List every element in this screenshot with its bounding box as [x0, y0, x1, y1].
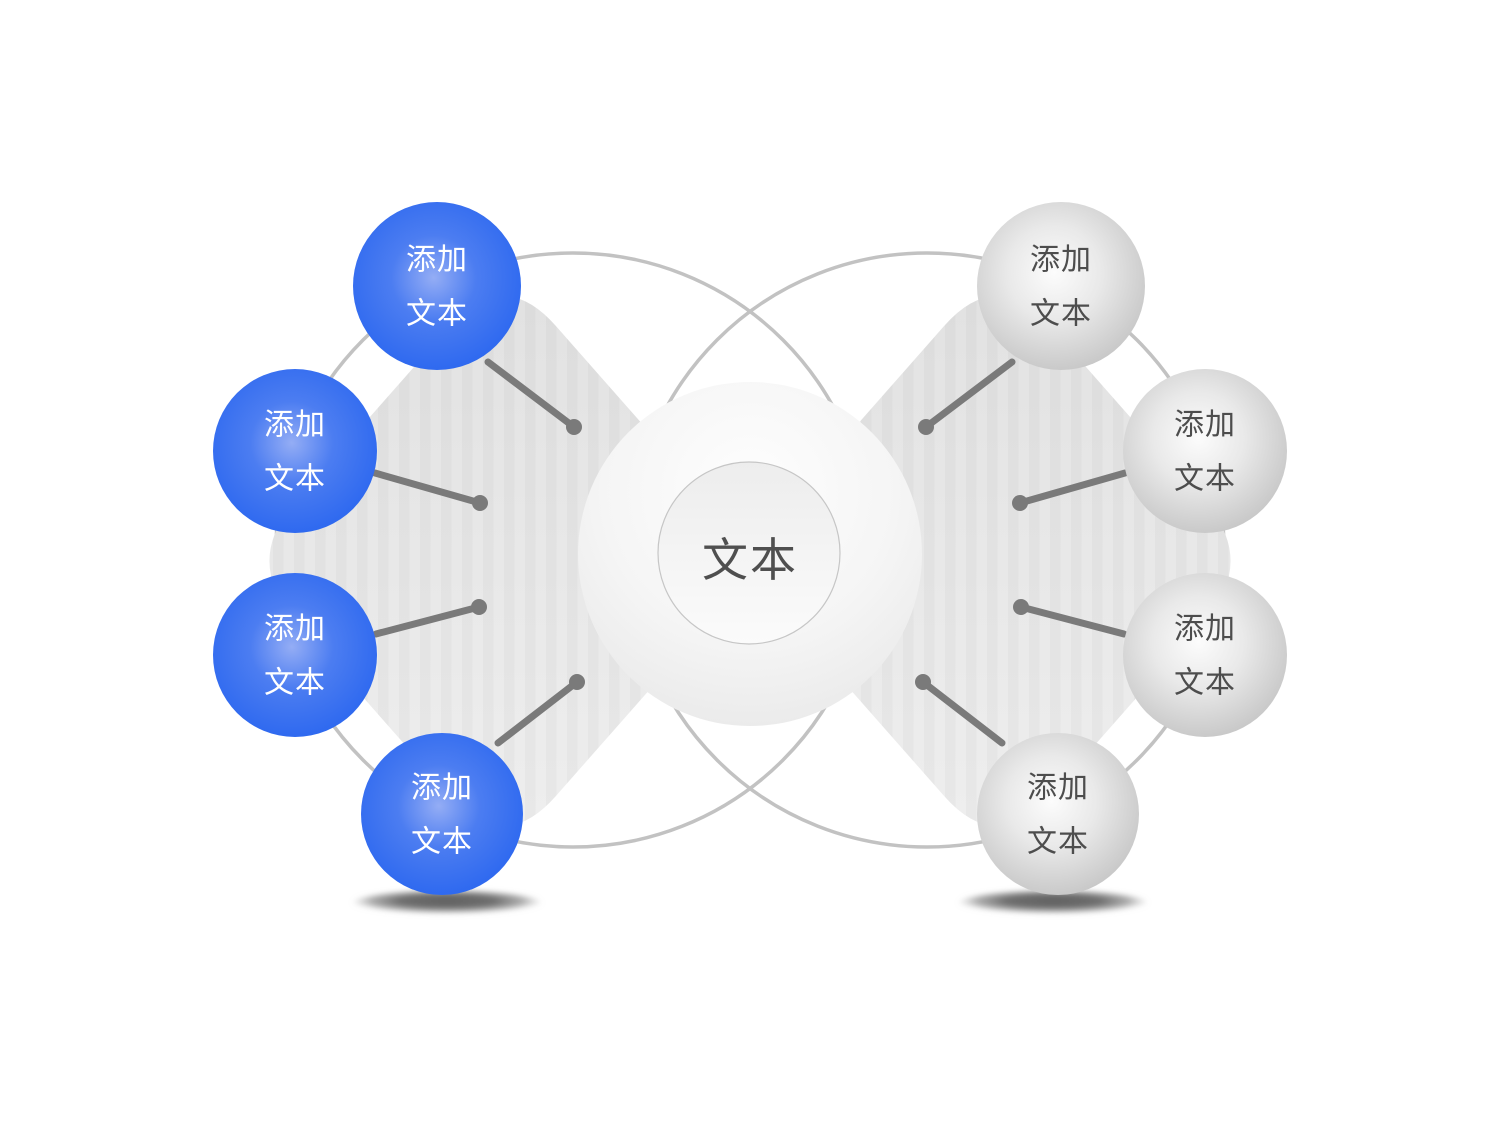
connectors: [371, 358, 1129, 747]
center-label: 文本: [702, 534, 798, 586]
node-shadow-right: [959, 890, 1147, 916]
node-circle-left-0: [353, 202, 521, 370]
background-diamonds: [269, 296, 1231, 826]
center-inner-circle: [657, 461, 841, 645]
connector-line-right-0: [922, 358, 1016, 431]
node-circle-right-1: [1123, 369, 1287, 533]
center-node[interactable]: 文本: [578, 382, 922, 726]
node-circle-right-2: [1123, 573, 1287, 737]
node-label-line1-right-1: 添加: [1174, 409, 1236, 442]
background-diamond-right-stripes: [763, 296, 1231, 826]
node-circle-left-2: [213, 573, 377, 737]
node-label-line1-left-1: 添加: [264, 409, 326, 442]
connector-dot-right-0: [918, 419, 934, 435]
background-diamond-left-stripes: [269, 296, 737, 826]
node-circle-right-3: [977, 733, 1139, 895]
node-label-line1-left-0: 添加: [406, 244, 468, 277]
node-label-line2-right-0: 文本: [1030, 298, 1092, 331]
node-circle-right-0: [977, 202, 1145, 370]
node-label-line2-left-3: 文本: [411, 826, 473, 859]
connector-line-left-3: [494, 678, 581, 747]
node-label-line2-right-3: 文本: [1027, 826, 1089, 859]
connector-dot-left-2: [471, 599, 487, 615]
shadows: [353, 890, 1147, 916]
node-label-line1-right-3: 添加: [1027, 772, 1089, 805]
node-label-line2-left-0: 文本: [406, 298, 468, 331]
node-label-line2-right-2: 文本: [1174, 667, 1236, 700]
connector-line-right-2: [1017, 603, 1128, 638]
connector-dot-left-1: [472, 495, 488, 511]
connector-dot-left-3: [569, 674, 585, 690]
connector-dot-right-3: [915, 674, 931, 690]
connector-line-left-2: [372, 603, 483, 638]
node-label-line1-left-3: 添加: [411, 772, 473, 805]
connector-line-left-1: [371, 469, 484, 507]
node-label-line2-left-2: 文本: [264, 667, 326, 700]
node-label-line2-left-1: 文本: [264, 463, 326, 496]
node-label-line1-right-2: 添加: [1174, 613, 1236, 646]
node-label-line1-right-0: 添加: [1030, 244, 1092, 277]
node-label-line1-left-2: 添加: [264, 613, 326, 646]
connector-dot-right-1: [1012, 495, 1028, 511]
node-circle-left-3: [361, 733, 523, 895]
node-circle-left-1: [213, 369, 377, 533]
connector-line-right-3: [919, 678, 1006, 747]
connector-dot-right-2: [1013, 599, 1029, 615]
node-shadow-left: [353, 890, 541, 916]
connector-dot-left-0: [566, 419, 582, 435]
connector-line-left-0: [484, 358, 578, 431]
connector-line-right-1: [1016, 469, 1129, 507]
node-label-line2-right-1: 文本: [1174, 463, 1236, 496]
